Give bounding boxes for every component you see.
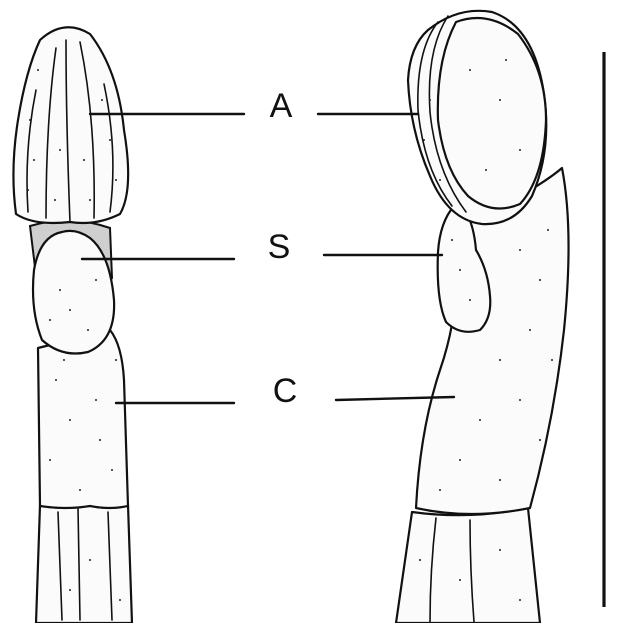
label-stigma: S — [268, 228, 291, 266]
right-anther — [408, 11, 546, 224]
left-anther — [13, 27, 128, 223]
right-stalk — [396, 508, 540, 623]
left-column — [38, 330, 128, 508]
left-stalk — [36, 505, 132, 623]
label-anther: A — [270, 87, 293, 125]
left-specimen — [13, 27, 132, 623]
label-column: C — [273, 372, 298, 410]
right-specimen — [396, 11, 569, 623]
